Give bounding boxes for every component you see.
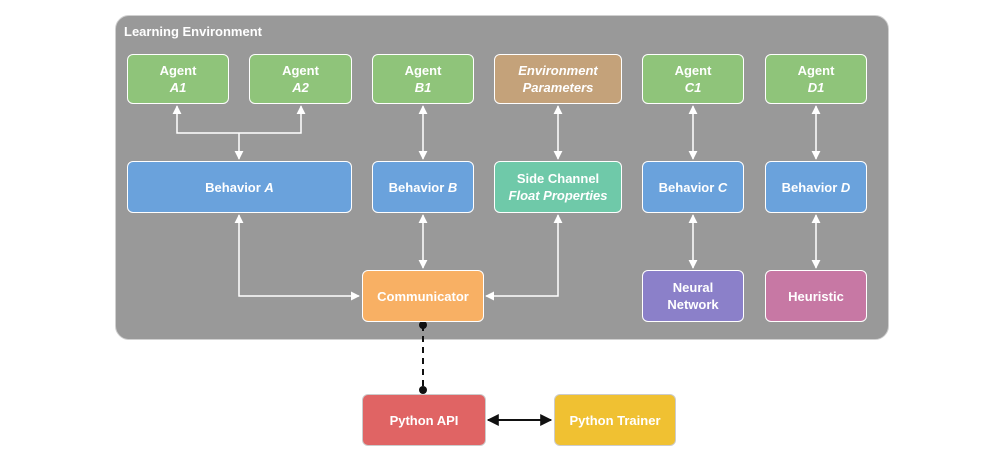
behavior-c-prefix: Behavior	[658, 179, 718, 195]
edge-a1-a2-behavior-a	[172, 105, 306, 134]
agent-b1-line2: B1	[414, 80, 432, 95]
node-environment-parameters: Environment Parameters	[494, 54, 622, 104]
edge-behavior-a-communicator	[234, 214, 360, 301]
connector-dot-communicator	[419, 321, 427, 329]
agent-d1-line2: D1	[807, 80, 825, 95]
side-channel-line2: Float Properties	[508, 188, 608, 203]
node-heuristic: Heuristic	[765, 270, 867, 322]
node-agent-a2: Agent A2	[249, 54, 352, 104]
behavior-b-prefix: Behavior	[388, 179, 448, 195]
behavior-d-suffix: D	[840, 179, 851, 195]
node-agent-b1: Agent B1	[372, 54, 474, 104]
node-behavior-b: Behavior B	[372, 161, 474, 213]
node-behavior-d: Behavior D	[765, 161, 867, 213]
agent-a1-line2: A1	[169, 80, 187, 95]
agent-a2-line1: Agent	[282, 63, 319, 78]
environment-parameters-line1: Environment	[518, 63, 598, 78]
communicator-label: Communicator	[377, 288, 469, 304]
behavior-c-suffix: C	[717, 179, 728, 195]
node-communicator: Communicator	[362, 270, 484, 322]
side-channel-line1: Side Channel	[516, 171, 600, 186]
python-api-label: Python API	[389, 412, 459, 428]
heuristic-label: Heuristic	[788, 288, 844, 304]
python-trainer-label: Python Trainer	[569, 412, 661, 428]
node-agent-c1: Agent C1	[642, 54, 744, 104]
behavior-d-prefix: Behavior	[781, 179, 841, 195]
agent-a2-line2: A2	[292, 80, 309, 95]
neural-network-line2: Network	[667, 297, 719, 312]
agent-c1-line2: C1	[684, 80, 702, 95]
learning-environment-title: Learning Environment	[124, 24, 262, 39]
node-python-trainer: Python Trainer	[554, 394, 676, 446]
node-python-api: Python API	[362, 394, 486, 446]
node-behavior-a: Behavior A	[127, 161, 352, 213]
agent-b1-line1: Agent	[404, 63, 442, 78]
node-neural-network: Neural Network	[642, 270, 744, 322]
behavior-a-suffix: A	[264, 179, 274, 195]
agent-c1-line1: Agent	[674, 63, 712, 78]
agent-d1-line1: Agent	[797, 63, 835, 78]
environment-parameters-line2: Parameters	[522, 80, 594, 95]
node-side-channel: Side Channel Float Properties	[494, 161, 622, 213]
node-agent-d1: Agent D1	[765, 54, 867, 104]
node-behavior-c: Behavior C	[642, 161, 744, 213]
neural-network-line1: Neural	[672, 280, 714, 295]
node-agent-a1: Agent A1	[127, 54, 229, 104]
behavior-b-suffix: B	[447, 179, 458, 195]
edge-side-channel-communicator	[485, 214, 563, 301]
connector-dot-python-api	[419, 386, 427, 394]
behavior-a-prefix: Behavior	[205, 179, 265, 195]
agent-a1-line1: Agent	[159, 63, 197, 78]
